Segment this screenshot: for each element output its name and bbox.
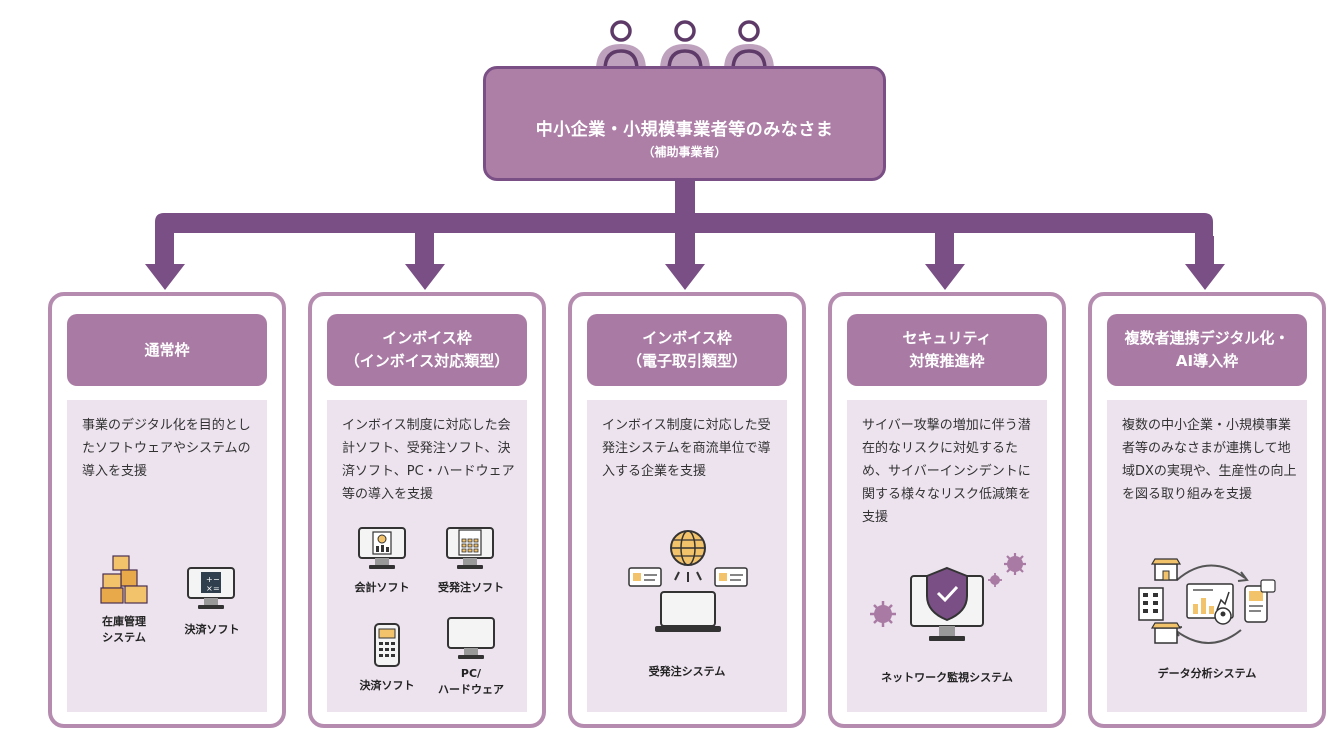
card-subtitle: AI導入枠 — [1175, 352, 1239, 370]
card-body: サイバー攻撃の増加に伴う潜在的なリスクに対処するため、サイバーインシデントに関す… — [847, 400, 1047, 712]
icon-label: PC/ ハードウェア — [438, 667, 504, 696]
svg-text:×: × — [206, 584, 213, 593]
trunk-line — [675, 181, 695, 215]
order-network-icon — [628, 530, 748, 632]
card-multi-party-ai: 複数者連携デジタル化・ AI導入枠 複数の中小企業・小規模事業者等のみなさまが連… — [1088, 292, 1326, 728]
icon-label: データ分析システム — [1157, 667, 1257, 680]
icon-label: 会計ソフト — [354, 581, 410, 594]
card-title: インボイス枠 — [642, 329, 732, 347]
applicant-box: 中小企業・小規模事業者等のみなさま （補助事業者） — [483, 66, 886, 181]
svg-text:=: = — [213, 584, 220, 593]
arrow-head-3 — [665, 264, 705, 290]
card-standard: 通常枠 事業のデジタル化を目的としたソフトウェアやシステムの導入を支援 在庫管理… — [48, 292, 286, 728]
svg-text:−: − — [213, 575, 220, 584]
inventory-boxes-icon — [100, 555, 148, 604]
card-description: 事業のデジタル化を目的としたソフトウェアやシステムの導入を支援 — [82, 418, 251, 479]
pc-monitor-icon — [447, 617, 495, 659]
card-body: インボイス制度に対応した受発注システムを商流単位で導入する企業を支援 — [587, 400, 787, 712]
calculator-monitor-icon: + − × = — [187, 567, 235, 609]
applicant-title: 中小企業・小規模事業者等のみなさま — [535, 120, 834, 140]
icon-label: 受発注システム — [648, 665, 726, 678]
connector-arrows — [145, 181, 1225, 290]
icon-label: 決済ソフト — [184, 623, 240, 636]
accounting-monitor-icon — [358, 527, 406, 569]
card-body: 複数の中小企業・小規模事業者等のみなさまが連携して地域DXの実現や、生産性の向上… — [1107, 400, 1307, 712]
icon-label: 決済ソフト — [359, 679, 415, 692]
card-description: インボイス制度に対応した会計ソフト、受発注ソフト、決済ソフト、PC・ハードウェア… — [342, 418, 515, 502]
applicant-subtitle: （補助事業者） — [642, 145, 727, 159]
icon-label: 受発注ソフト — [438, 581, 504, 594]
card-description: サイバー攻撃の増加に伴う潜在的なリスクに対処するため、サイバーインシデントに関す… — [862, 418, 1032, 525]
card-title: インボイス枠 — [382, 329, 472, 347]
card-title: 通常枠 — [144, 340, 190, 359]
card-description: インボイス制度に対応した受発注システムを商流単位で導入する企業を支援 — [602, 418, 771, 479]
card-security: セキュリティ 対策推進枠 サイバー攻撃の増加に伴う潜在的なリスクに対処するため、… — [828, 292, 1066, 728]
arrow-head-5 — [1185, 264, 1225, 290]
card-subtitle: （インボイス対応類型） — [344, 352, 510, 370]
card-title: 複数者連携デジタル化・ — [1124, 329, 1290, 347]
card-header: インボイス枠 （電子取引類型） — [587, 314, 787, 386]
payment-terminal-icon — [374, 623, 400, 667]
card-subtitle: 対策推進枠 — [909, 352, 985, 370]
icon-label: 在庫管理 システム — [102, 615, 146, 644]
arrow-head-1 — [145, 264, 185, 290]
card-header: 通常枠 — [67, 314, 267, 386]
card-header: セキュリティ 対策推進枠 — [847, 314, 1047, 386]
card-description: 複数の中小企業・小規模事業者等のみなさまが連携して地域DXの実現や、生産性の向上… — [1122, 418, 1297, 502]
network-security-shield-icon — [870, 553, 1026, 641]
card-body: 事業のデジタル化を目的としたソフトウェアやシステムの導入を支援 在庫管理 システ… — [67, 400, 267, 712]
data-analysis-icon — [1138, 558, 1276, 644]
card-subtitle: （電子取引類型） — [626, 352, 747, 370]
card-title: セキュリティ — [902, 329, 992, 347]
card-header: 複数者連携デジタル化・ AI導入枠 — [1107, 314, 1307, 386]
arrow-head-4 — [925, 264, 965, 290]
card-header: インボイス枠 （インボイス対応類型） — [327, 314, 527, 386]
card-e-commerce: インボイス枠 （電子取引類型） インボイス制度に対応した受発注システムを商流単位… — [568, 292, 806, 728]
order-monitor-icon — [446, 527, 494, 569]
svg-text:+: + — [206, 575, 213, 584]
arrow-head-2 — [405, 264, 445, 290]
icon-label: ネットワーク監視システム — [881, 671, 1013, 684]
card-invoice: インボイス枠 （インボイス対応類型） インボイス制度に対応した会計ソフト、受発注… — [308, 292, 546, 728]
card-body: インボイス制度に対応した会計ソフト、受発注ソフト、決済ソフト、PC・ハードウェア… — [327, 400, 527, 712]
